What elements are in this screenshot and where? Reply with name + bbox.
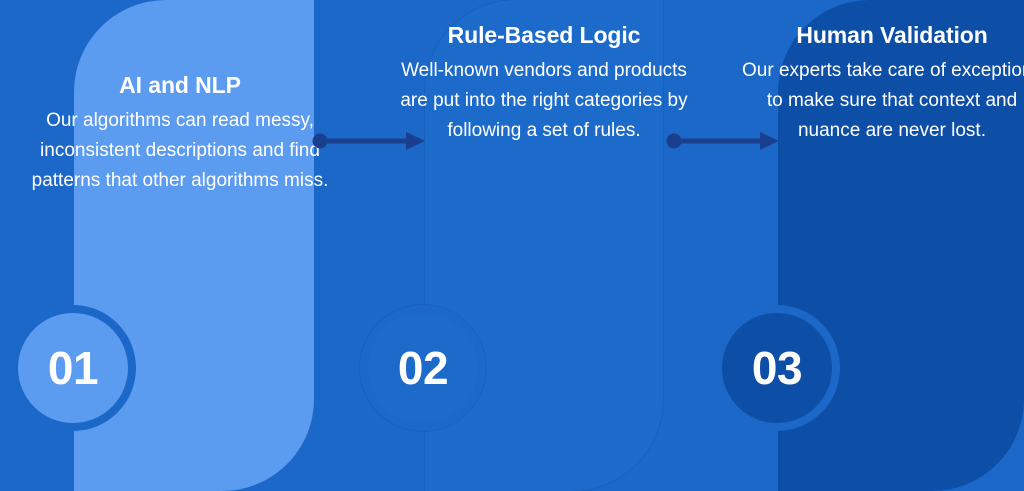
- arrow-step-2-to-3-icon: [666, 131, 779, 151]
- step-card-1-content: AI and NLP Our algorithms can read messy…: [12, 0, 348, 196]
- step-badge-3: 03: [722, 313, 832, 423]
- step-card-2-content: Rule-Based Logic Well-known vendors and …: [389, 0, 699, 146]
- step-card-2-body: Well-known vendors and products are put …: [400, 60, 688, 141]
- step-card-1-body: Our algorithms can read messy, inconsist…: [31, 110, 329, 191]
- step-card-1-title: AI and NLP: [119, 72, 241, 98]
- step-card-3-title: Human Validation: [796, 22, 988, 48]
- arrow-step-1-to-2-icon: [312, 131, 425, 151]
- step-badge-1: 01: [18, 313, 128, 423]
- step-card-3-body: Our experts take care of exceptions to m…: [742, 60, 1024, 141]
- step-card-3-content: Human Validation Our experts take care o…: [742, 0, 1024, 146]
- step-card-2-title: Rule-Based Logic: [447, 22, 641, 48]
- step-badge-2: 02: [368, 313, 478, 423]
